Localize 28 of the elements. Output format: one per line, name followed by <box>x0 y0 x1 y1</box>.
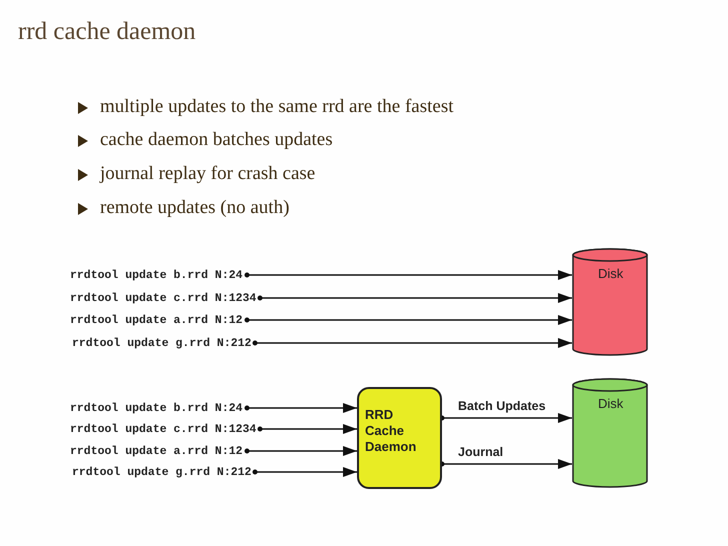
arrow <box>440 459 572 469</box>
arrow <box>258 293 572 303</box>
arrow <box>258 424 357 434</box>
command-text: rrdtool update c.rrd N:1234 <box>70 420 256 438</box>
arrow <box>244 270 572 280</box>
slide-title: rrd cache daemon <box>18 18 196 46</box>
arrow <box>244 446 357 456</box>
edge-label: Batch Updates <box>456 399 548 413</box>
arrow <box>252 467 357 477</box>
command-text: rrdtool update b.rrd N:24 <box>70 399 243 417</box>
edge-label: Journal <box>456 445 506 459</box>
arrow <box>440 413 572 423</box>
command-text: rrdtool update g.rrd N:212 <box>72 334 252 352</box>
command-text: rrdtool update b.rrd N:24 <box>70 266 243 284</box>
disk-cylinder: Disk <box>572 378 648 488</box>
daemon-box: RRD Cache Daemon <box>357 387 442 489</box>
bullet-text: journal replay for crash case <box>100 163 316 185</box>
command-text: rrdtool update a.rrd N:12 <box>70 442 243 460</box>
command-text: rrdtool update c.rrd N:1234 <box>70 289 256 307</box>
bullet-text: cache daemon batches updates <box>100 129 333 151</box>
arrow <box>252 338 572 348</box>
command-text: rrdtool update g.rrd N:212 <box>72 463 252 481</box>
bullet-text: multiple updates to the same rrd are the fastest <box>100 96 454 118</box>
command-text: rrdtool update a.rrd N:12 <box>70 311 243 329</box>
bullet-text: remote updates (no auth) <box>100 197 290 219</box>
arrow <box>244 315 572 325</box>
arrow <box>244 403 357 413</box>
disk-cylinder: Disk <box>572 248 648 356</box>
